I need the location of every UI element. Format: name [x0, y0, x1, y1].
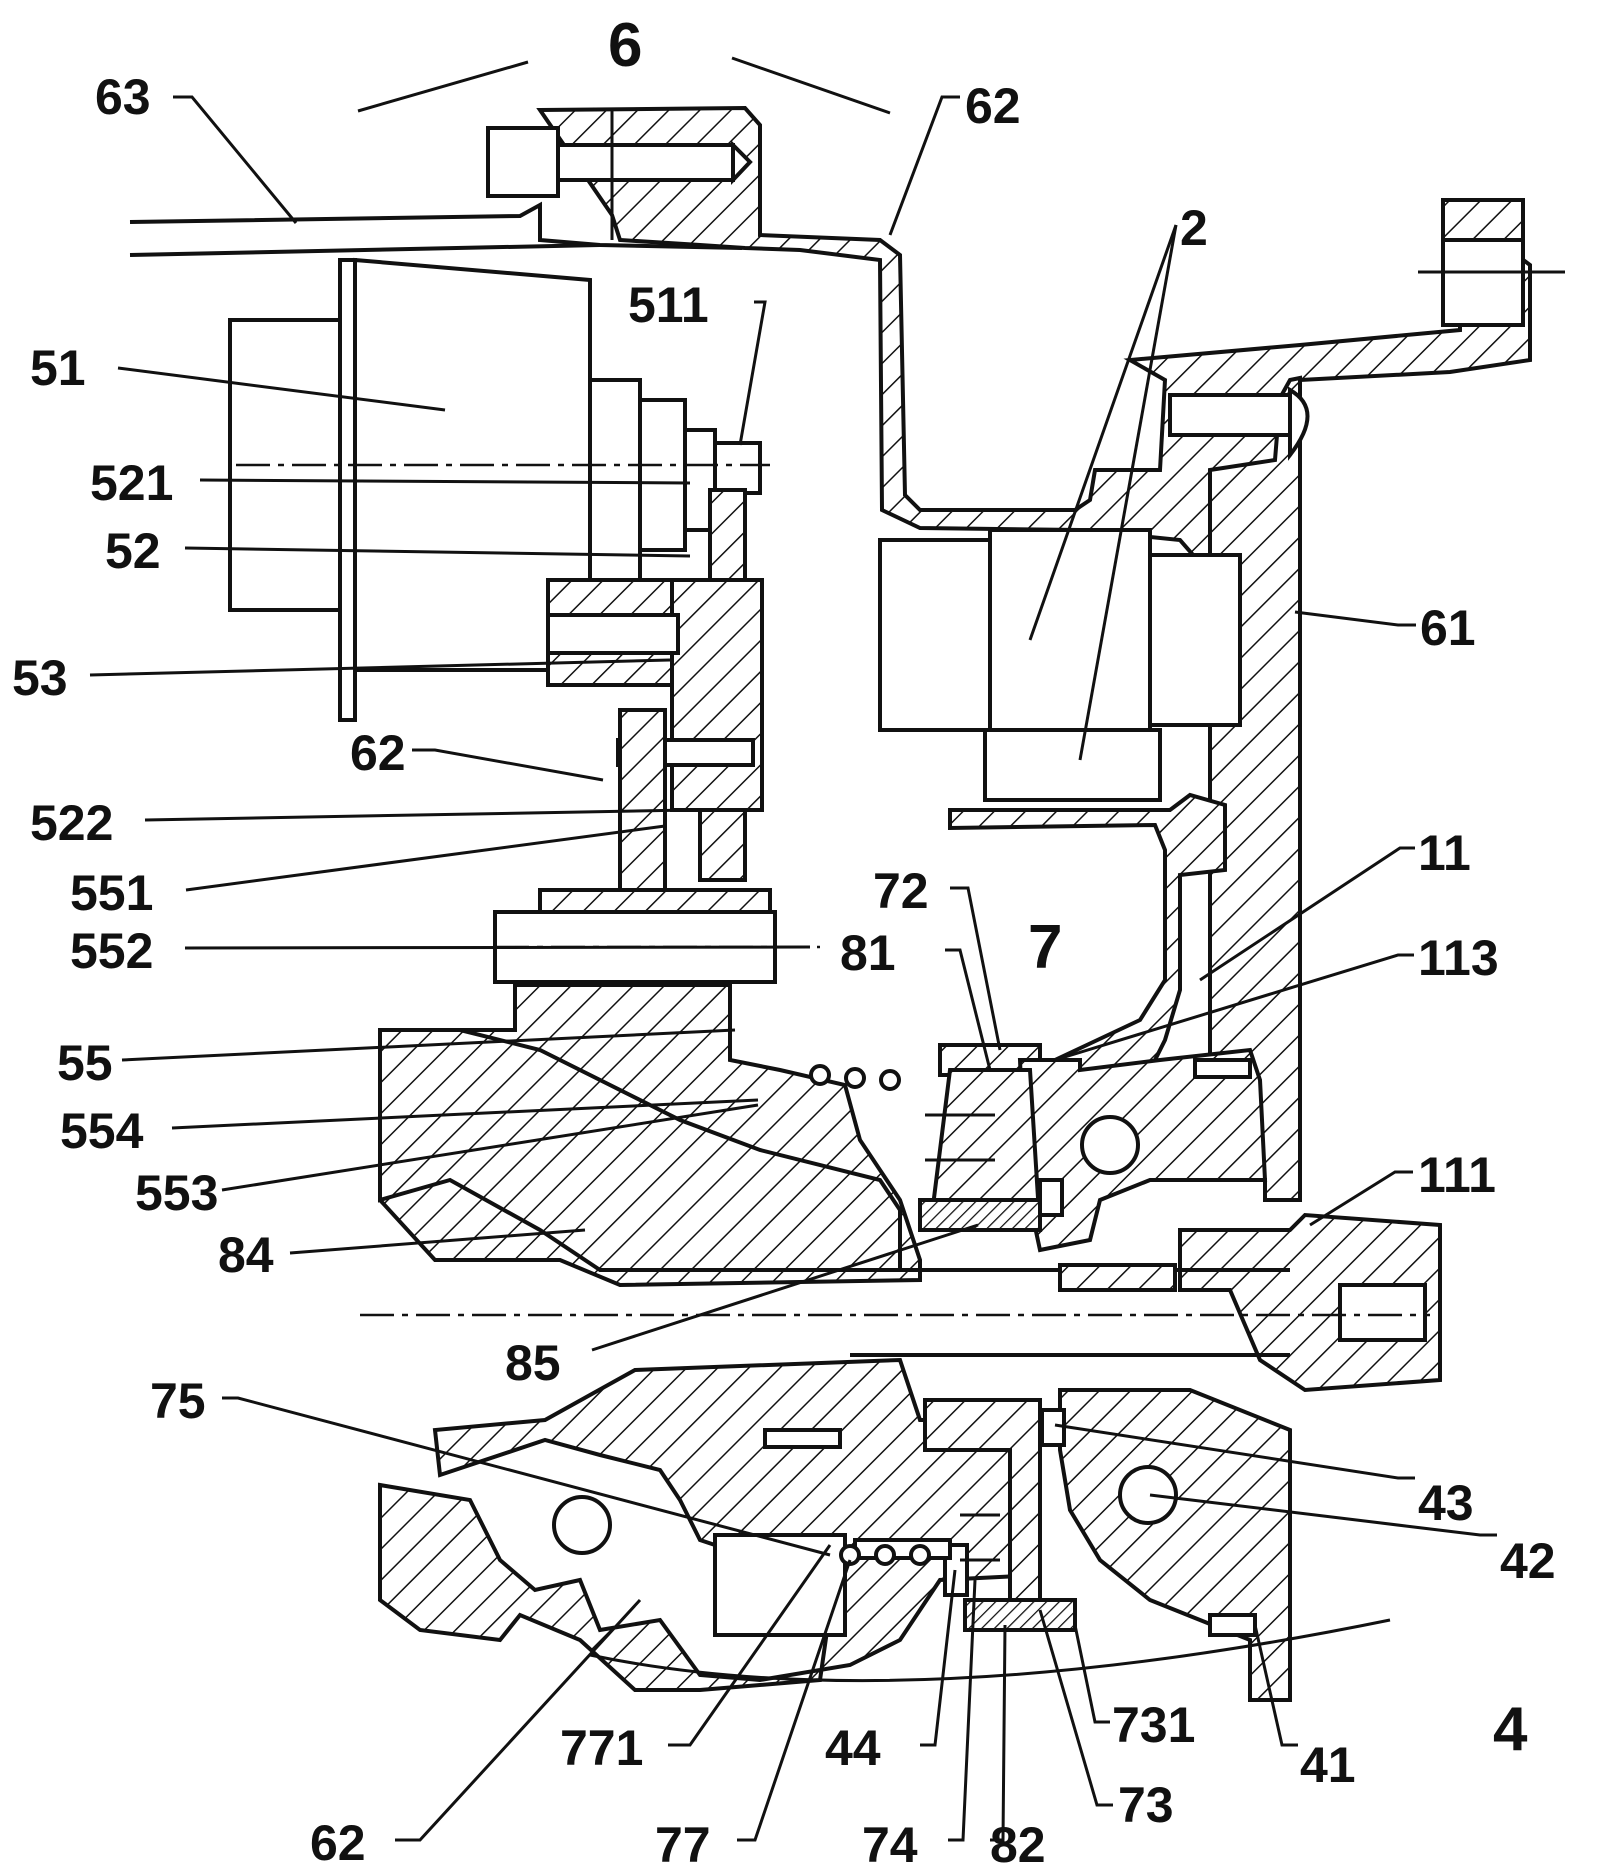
label-6: 6	[608, 11, 642, 80]
label-62-top: 62	[965, 78, 1021, 134]
label-731: 731	[1112, 1697, 1195, 1753]
label-2: 2	[1180, 200, 1208, 256]
label-522: 522	[30, 795, 113, 851]
label-55: 55	[57, 1035, 113, 1091]
label-84: 84	[218, 1227, 274, 1283]
label-551: 551	[70, 865, 153, 921]
label-75: 75	[150, 1373, 206, 1429]
label-77: 77	[655, 1817, 711, 1873]
label-4: 4	[1493, 1695, 1528, 1764]
bracket-right-top	[1418, 198, 1565, 327]
label-42: 42	[1500, 1533, 1556, 1589]
label-11: 11	[1418, 825, 1471, 881]
bolt-top	[486, 110, 753, 240]
label-43: 43	[1418, 1475, 1474, 1531]
label-41: 41	[1300, 1737, 1356, 1793]
main-shaft	[360, 1212, 1442, 1393]
label-52: 52	[105, 523, 161, 579]
label-7: 7	[1028, 913, 1062, 982]
leader-lines	[89, 95, 1497, 1842]
label-63: 63	[95, 69, 151, 125]
springs	[809, 1064, 1000, 1566]
label-53: 53	[12, 650, 68, 706]
gear-84-lower	[378, 1357, 1042, 1692]
part-labels: 6 63 62 2 511 51 521 52 61 53 62 522 551…	[12, 11, 1556, 1873]
label-554: 554	[60, 1103, 144, 1159]
clutch-7	[918, 1043, 1268, 1253]
label-44: 44	[825, 1720, 881, 1776]
label-521: 521	[90, 455, 173, 511]
label-73: 73	[1118, 1777, 1174, 1833]
label-74: 74	[862, 1817, 918, 1873]
label-82: 82	[990, 1817, 1046, 1873]
gear-84-upper	[378, 1028, 1177, 1292]
label-771: 771	[560, 1720, 643, 1776]
label-72: 72	[873, 863, 929, 919]
label-511: 511	[628, 277, 709, 333]
label-61: 61	[1420, 600, 1476, 656]
label-81: 81	[840, 925, 896, 981]
motor-2	[878, 528, 1242, 1083]
label-113: 113	[1418, 930, 1499, 986]
assembly-markers	[357, 56, 1391, 1683]
label-62-mid: 62	[350, 725, 406, 781]
label-62-bottom: 62	[310, 1815, 366, 1871]
gear-52	[538, 488, 772, 922]
label-85: 85	[505, 1335, 561, 1391]
label-111: 111	[1418, 1147, 1496, 1203]
label-552: 552	[70, 923, 153, 979]
label-51: 51	[30, 340, 86, 396]
label-553: 553	[135, 1165, 218, 1221]
motor-51	[228, 257, 770, 722]
clutch-lower	[853, 1388, 1292, 1702]
